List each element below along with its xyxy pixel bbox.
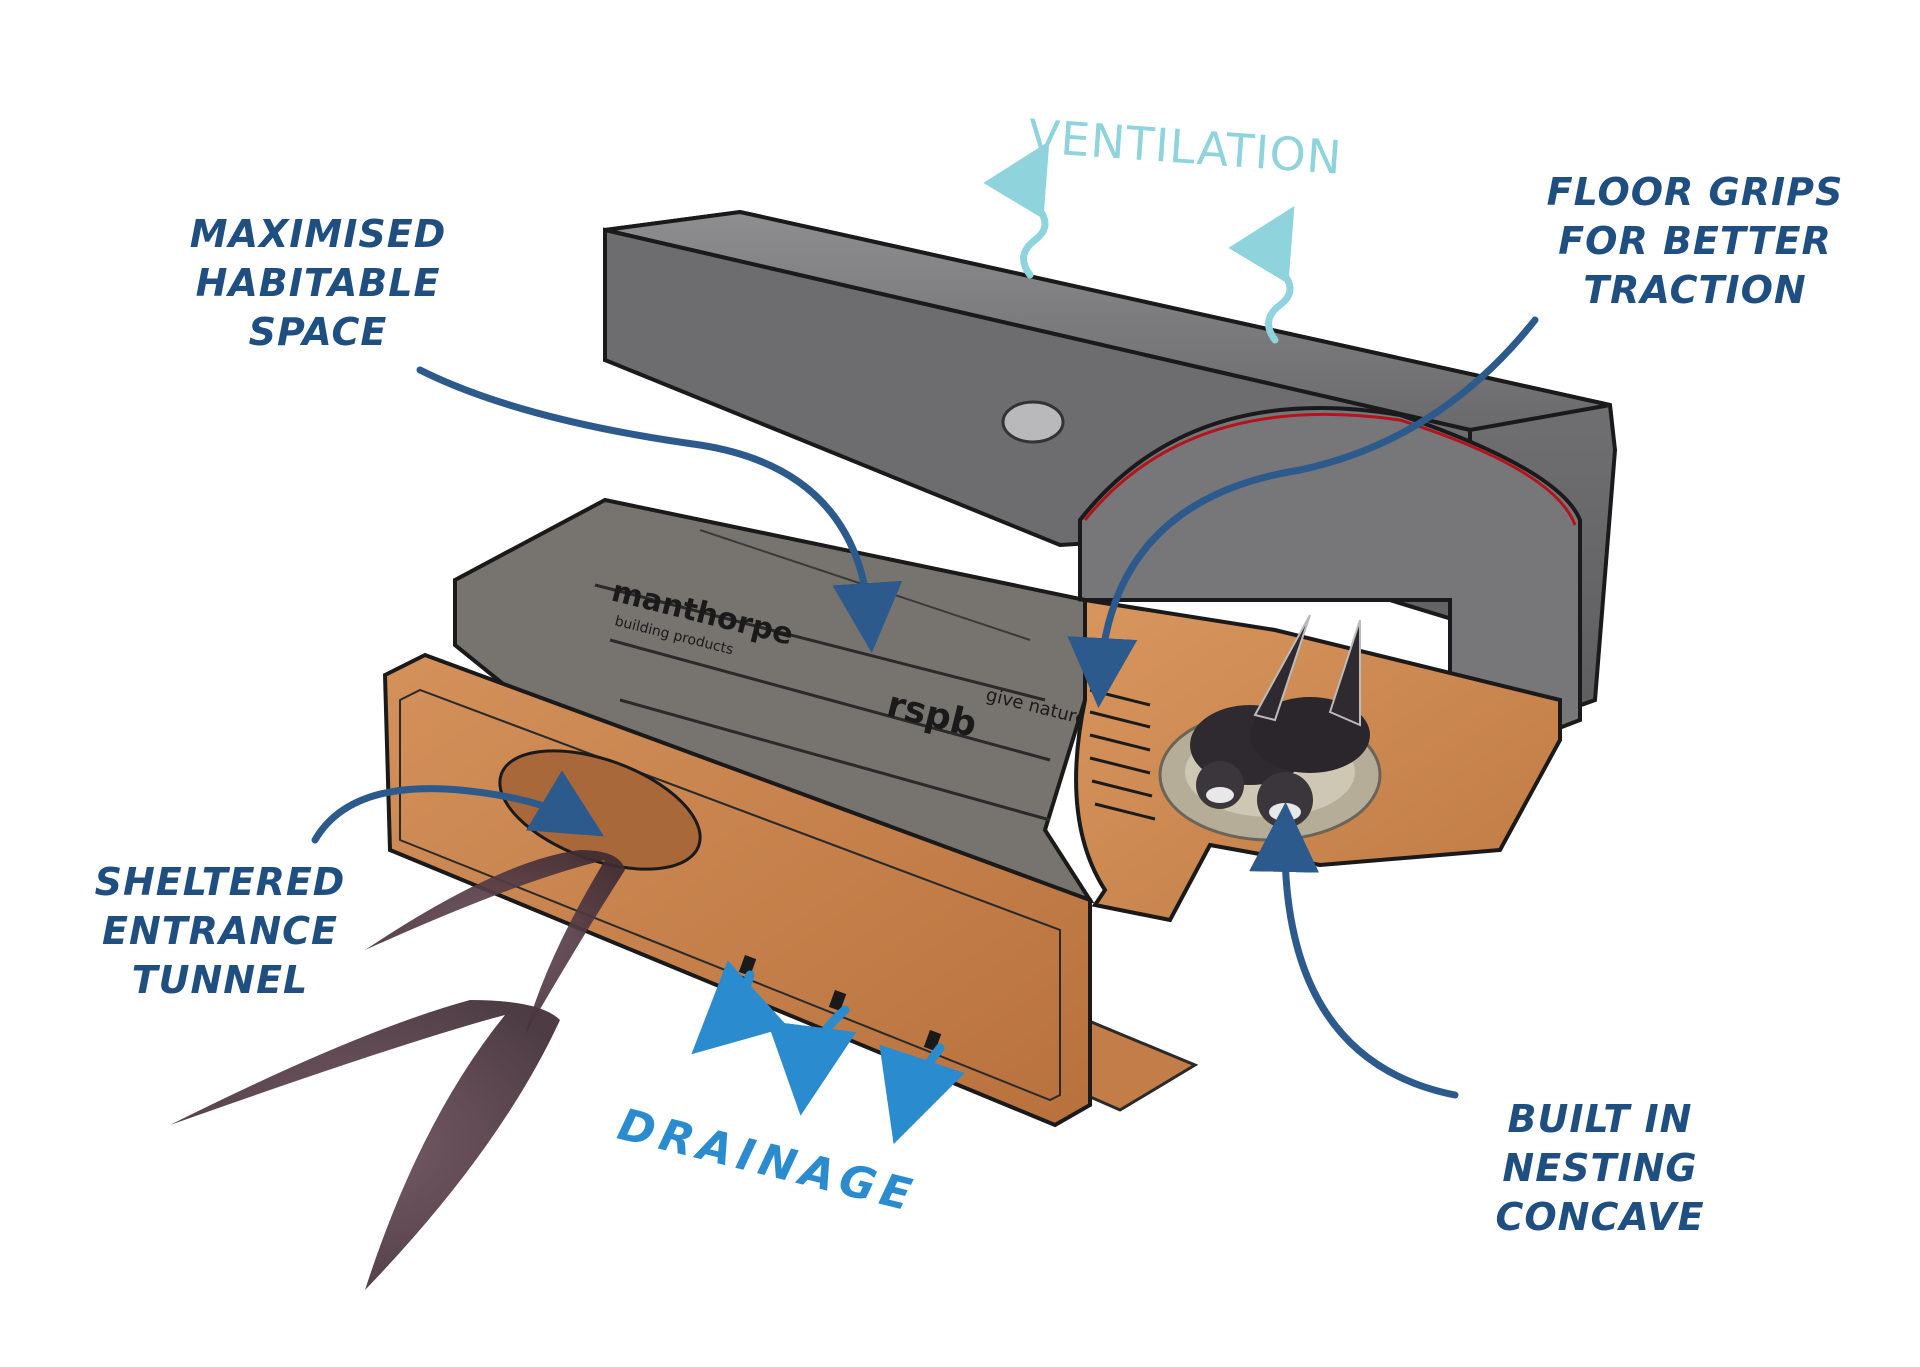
arrow-concave xyxy=(1249,802,1459,1099)
label-habitable-line-1: MAXIMISED xyxy=(189,212,447,256)
label-concave-line-3: CONCAVE xyxy=(1495,1195,1705,1239)
label-concave-line-2: NESTING xyxy=(1502,1146,1698,1190)
vent-arrow-right xyxy=(1228,205,1295,344)
label-entrance-line-1: SHELTERED xyxy=(94,860,346,904)
label-entrance-line-2: ENTRANCE xyxy=(102,909,338,953)
swift-silhouettes xyxy=(170,850,625,1290)
label-habitable-line-2: HABITABLE xyxy=(195,261,441,305)
drain-arrow-2 xyxy=(767,1005,857,1116)
label-habitable-space: MAXIMISED HABITABLE SPACE xyxy=(168,210,468,357)
arrow-floor-grips xyxy=(1067,316,1539,708)
lid-knob xyxy=(1001,400,1065,444)
arrow-entrance xyxy=(311,770,605,844)
label-floor-grips-line-1: FLOOR GRIPS xyxy=(1546,170,1844,214)
drain-arrow-3 xyxy=(879,1043,965,1145)
swift-near xyxy=(170,1000,560,1290)
translucent-panel xyxy=(453,497,1095,904)
label-floor-grips-line-3: TRACTION xyxy=(1583,268,1807,312)
label-habitable-line-3: SPACE xyxy=(248,310,388,354)
label-sheltered-entrance: SHELTERED ENTRANCE TUNNEL xyxy=(70,858,370,1005)
label-floor-grips-line-2: FOR BETTER xyxy=(1558,219,1832,263)
label-concave-line-1: BUILT IN xyxy=(1507,1097,1693,1141)
ventilation-arrows xyxy=(983,140,1295,344)
swift-far xyxy=(365,850,625,1035)
label-nesting-concave: BUILT IN NESTING CONCAVE xyxy=(1460,1095,1740,1242)
label-entrance-line-3: TUNNEL xyxy=(131,958,309,1002)
vent-arrow-left xyxy=(983,140,1050,279)
arrow-habitable xyxy=(416,366,903,653)
callout-arrows xyxy=(311,316,1539,1099)
drainage-arrows xyxy=(691,960,965,1145)
floor-grip-lines xyxy=(1089,688,1156,821)
drain-arrow-1 xyxy=(691,960,789,1055)
label-floor-grips: FLOOR GRIPS FOR BETTER TRACTION xyxy=(1525,168,1865,315)
